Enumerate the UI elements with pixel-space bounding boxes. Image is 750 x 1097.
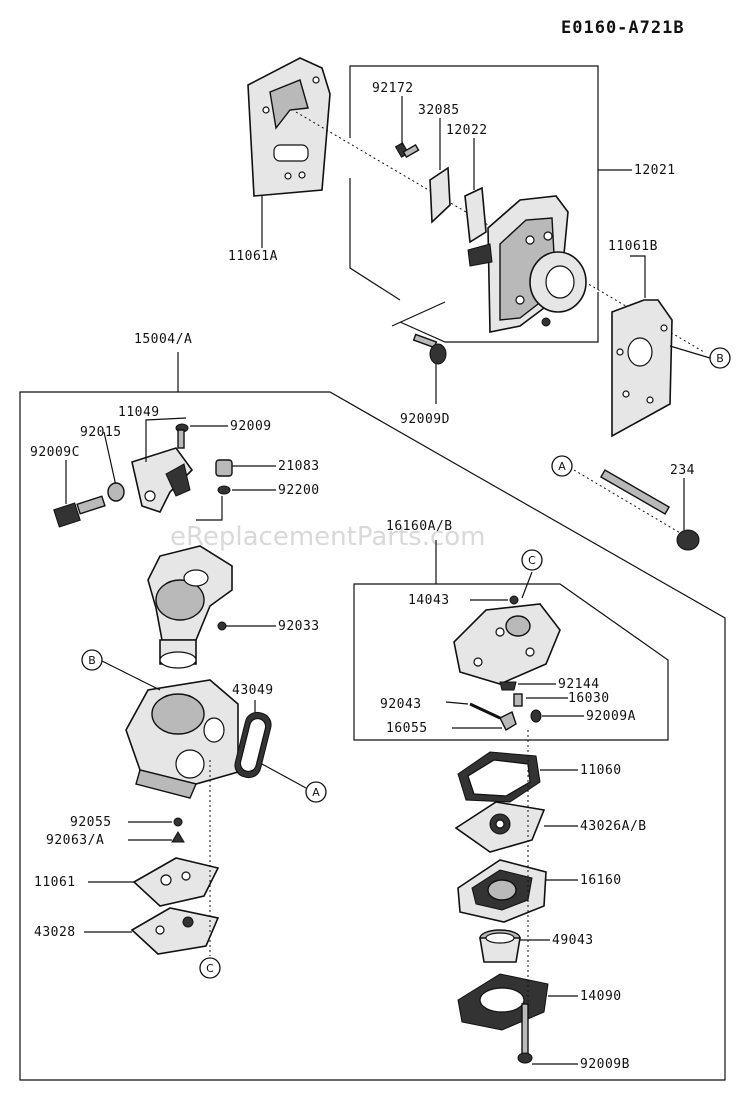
ref-circle-a-top: A — [551, 455, 573, 477]
leader-92009d-dash — [391, 301, 446, 327]
label-92043: 92043 — [380, 697, 422, 712]
leader-ref-a-main — [261, 763, 307, 789]
label-92009a: 92009A — [586, 709, 636, 724]
part-92055 — [173, 817, 183, 827]
carburetor-throttle-body — [147, 545, 233, 669]
ref-circle-b-top: B — [709, 347, 731, 369]
label-43049: 43049 — [232, 683, 274, 698]
screw-234 — [600, 469, 700, 551]
label-16030: 16030 — [568, 691, 610, 706]
diaphragm-43026ab — [454, 801, 546, 853]
label-92144: 92144 — [558, 677, 600, 692]
label-12021: 12021 — [634, 163, 676, 178]
label-16160ab: 16160A/B — [386, 519, 453, 534]
leader-nozzle-down — [196, 496, 223, 521]
lever-16055 — [499, 711, 517, 731]
label-43026ab: 43026A/B — [580, 819, 647, 834]
gasket-11061b — [611, 299, 673, 438]
label-43028: 43028 — [34, 925, 76, 940]
bolt-92009d — [412, 333, 447, 365]
carburetor-body-lower — [125, 679, 239, 799]
svg-text:C: C — [206, 962, 214, 975]
svg-text:A: A — [312, 786, 320, 799]
gasket-12022 — [464, 186, 487, 244]
label-92015: 92015 — [80, 425, 122, 440]
holder-bracket-bottom — [399, 292, 599, 343]
label-92200: 92200 — [278, 483, 320, 498]
ref-circle-c-main: C — [199, 957, 221, 979]
ref-circle-c-pump: C — [521, 549, 543, 571]
label-14090: 14090 — [580, 989, 622, 1004]
gasket-11060 — [457, 751, 541, 803]
plate-32085 — [429, 166, 451, 224]
label-11061a: 11061A — [228, 249, 278, 264]
ref-circle-a-main: A — [305, 781, 327, 803]
gasket-11061 — [132, 857, 220, 907]
screw-92033 — [217, 621, 227, 631]
pin-92043 — [469, 702, 501, 720]
pump-frame — [353, 583, 669, 741]
leader-11049 — [145, 417, 187, 462]
svg-text:A: A — [558, 460, 566, 473]
diaphragm-43028 — [130, 907, 220, 955]
label-11061b: 11061B — [608, 239, 658, 254]
leader-ref-b-top — [669, 345, 711, 359]
label-11049: 11049 — [118, 405, 160, 420]
leader-ref-c-pump — [521, 571, 533, 599]
screw-92009b — [517, 1003, 533, 1064]
label-92055: 92055 — [70, 815, 112, 830]
label-92172: 92172 — [372, 81, 414, 96]
needle-16030 — [513, 693, 523, 707]
ref-circle-b-main: B — [81, 649, 103, 671]
holder-bracket-left — [349, 178, 401, 301]
plate-14090 — [457, 973, 549, 1031]
carburetor-frame — [19, 391, 726, 1081]
label-92009c: 92009C — [30, 445, 80, 460]
label-32085: 32085 — [418, 103, 460, 118]
label-49043: 49043 — [552, 933, 594, 948]
svg-text:B: B — [716, 352, 724, 365]
leader-92043 — [445, 701, 469, 705]
label-92063a: 92063/A — [46, 833, 104, 848]
spring-92144 — [499, 681, 517, 691]
nozzle-21083 — [215, 459, 233, 495]
diagram-code: E0160-A721B — [561, 18, 685, 38]
gasket-11061a — [247, 57, 331, 197]
label-14043: 14043 — [408, 593, 450, 608]
label-16055: 16055 — [386, 721, 428, 736]
label-234: 234 — [670, 463, 695, 478]
label-92009b: 92009B — [580, 1057, 630, 1072]
cover-16160 — [457, 859, 547, 923]
holder-12021 — [467, 195, 587, 333]
screw-92009c — [53, 495, 106, 528]
washer-92015 — [107, 482, 125, 502]
screw-92009a — [530, 709, 542, 723]
alignment-line-234 — [573, 469, 693, 541]
label-92033: 92033 — [278, 619, 320, 634]
label-12022: 12022 — [446, 123, 488, 138]
bolt-92172 — [394, 142, 420, 159]
label-21083: 21083 — [278, 459, 320, 474]
label-92009d: 92009D — [400, 412, 450, 427]
part-14043 — [509, 595, 519, 605]
svg-text:B: B — [88, 654, 96, 667]
screw-92009-top — [175, 423, 189, 449]
watermark: eReplacementParts.com — [170, 522, 486, 552]
label-92009-top: 92009 — [230, 419, 272, 434]
label-15004a: 15004/A — [134, 332, 192, 347]
primer-bulb-49043 — [479, 929, 521, 963]
pump-body — [453, 603, 561, 685]
leader-92015 — [103, 431, 117, 487]
label-11060: 11060 — [580, 763, 622, 778]
part-92063a — [171, 831, 185, 843]
svg-text:C: C — [528, 554, 536, 567]
label-16160: 16160 — [580, 873, 622, 888]
gasket-43049 — [234, 711, 272, 779]
leader-11061b — [630, 255, 646, 298]
label-11061: 11061 — [34, 875, 76, 890]
arm-11049 — [131, 447, 194, 513]
holder-bracket-top — [349, 65, 599, 290]
leader-ref-b-main — [99, 659, 161, 691]
